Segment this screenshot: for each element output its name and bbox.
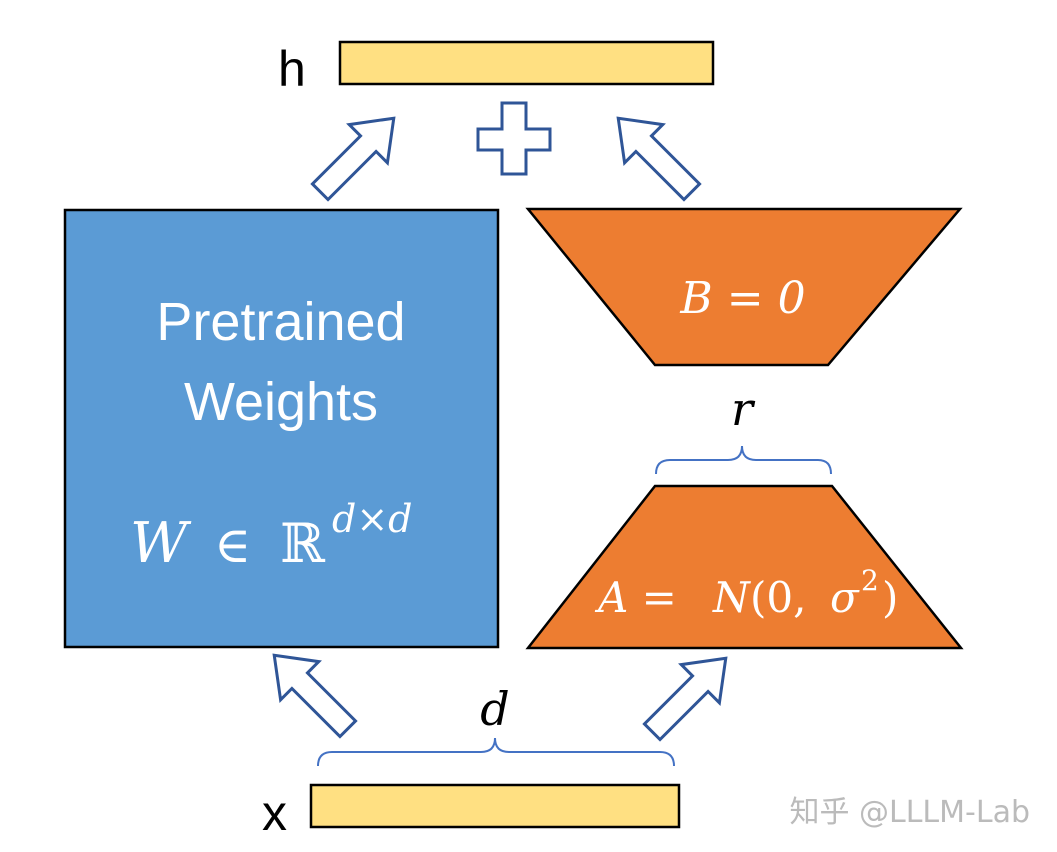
a-equation-sigma: σ [830,573,860,622]
a-equation-close: ) [882,573,898,622]
element-of-symbol: ∈ [214,516,251,574]
rank-brace [655,445,832,475]
dimension-brace [317,737,675,767]
matrix-a-block [525,484,964,650]
input-vector-x [309,783,681,829]
r-label: r [731,382,756,436]
pretrained-weights-block [63,208,500,649]
arrow-icon-up-right-top [310,116,396,202]
w-symbol: W [130,511,192,576]
watermark: 知乎 @LLLM-Lab [789,795,1030,830]
plus-icon [476,101,552,176]
output-vector-h [338,40,715,86]
d-label: d [480,682,509,736]
weights-label: Weights [184,372,378,432]
a-equation-lhs: A = [594,573,677,622]
pretrained-label: Pretrained [156,292,405,352]
a-equation: A = N (0, σ 2 ) [594,564,898,622]
b-equation: B = 0 [679,273,805,324]
arrow-icon-up-left-bottom [272,653,358,739]
real-space-symbol: ℝ [280,512,326,575]
arrow-icon-up-left-top [616,116,702,202]
dimension-exponent: d×d [332,497,413,541]
x-label: x [262,785,287,841]
arrow-icon-up-right-bottom [642,656,728,742]
a-equation-args: (0, [750,573,806,622]
h-label: h [278,41,306,97]
a-equation-script: N [712,573,751,622]
weight-matrix-equation: W ∈ ℝ d×d [130,497,413,576]
a-equation-sup: 2 [861,564,879,597]
matrix-b-block [525,207,963,367]
